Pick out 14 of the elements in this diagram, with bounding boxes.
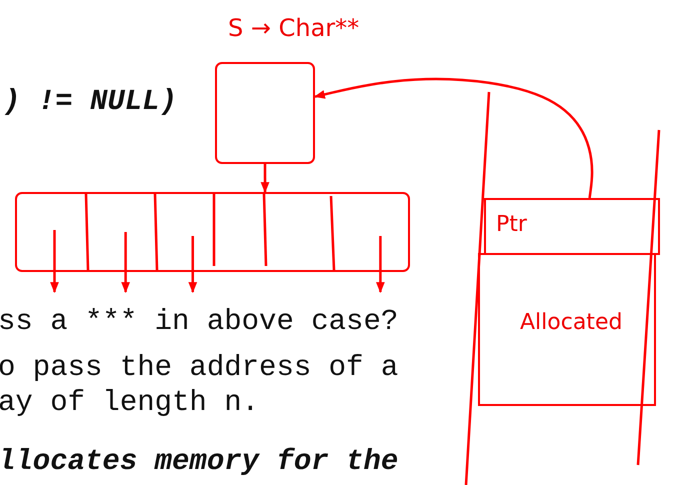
array-box	[15, 192, 410, 272]
code-text: ) != NULL)	[3, 87, 178, 116]
code-text: llocates memory for the	[0, 447, 398, 476]
handwritten-label: Ptr	[496, 212, 527, 237]
code-text: ss a *** in above case?	[0, 307, 398, 336]
pointer-box	[215, 62, 315, 164]
arrow	[314, 78, 594, 198]
handwritten-label: Allocated	[520, 310, 622, 335]
code-text: ay of length n.	[0, 388, 260, 417]
stack-cell	[478, 253, 656, 406]
handwritten-label: S → Char**	[228, 14, 360, 42]
arrow	[260, 164, 270, 194]
code-text: o pass the address of a	[0, 353, 398, 382]
stack-cell	[484, 198, 660, 255]
